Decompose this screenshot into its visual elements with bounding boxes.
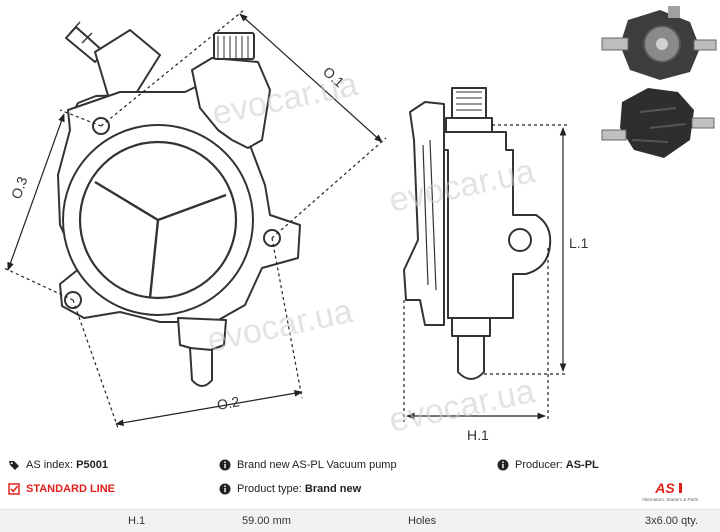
spec-name-2: Holes: [408, 515, 437, 527]
as-index: AS index: P5001: [8, 455, 108, 475]
info-icon: [497, 459, 509, 471]
dimension-o2: [72, 237, 303, 429]
dimension-h1: [403, 248, 549, 422]
tag-icon: [8, 459, 20, 471]
producer: Producer: AS-PL: [497, 455, 599, 475]
dimension-o2-label: O.2: [216, 393, 241, 413]
info-row-1: AS index: P5001 Brand new AS-PL Vacuum p…: [0, 455, 720, 475]
spec-value-2: 3x6.00 qty.: [645, 515, 698, 527]
pump-side-view: [403, 87, 552, 380]
svg-text:AS: AS: [654, 480, 675, 496]
description: Brand new AS-PL Vacuum pump: [219, 455, 397, 475]
info-icon: [219, 483, 231, 495]
info-icon: [219, 459, 231, 471]
spec-table: H.1 59.00 mm Holes 3x6.00 qty.: [0, 509, 720, 532]
dimension-o3-label: O.3: [8, 174, 31, 201]
product-info: AS index: P5001 Brand new AS-PL Vacuum p…: [0, 452, 720, 532]
as-pl-logo: AS Alternators, Starters & Parts: [625, 480, 715, 504]
spec-name-1: H.1: [128, 515, 146, 527]
svg-text:evocar.ua: evocar.ua: [386, 372, 538, 440]
product-type: Product type: Brand new: [219, 479, 361, 499]
standard-line-badge: STANDARD LINE: [8, 479, 115, 499]
product-photo-2: [594, 86, 716, 166]
dimension-l1-label: L.1: [569, 235, 589, 251]
technical-drawing: O.1 O.3 O.2 L.1 H.1: [3, 2, 717, 443]
product-photo-1: [594, 2, 717, 82]
info-row-2: STANDARD LINE Product type: Brand new: [0, 479, 720, 499]
dimension-o3: [3, 109, 102, 301]
dimension-h1-label: H.1: [467, 427, 489, 443]
dimension-l1: [484, 124, 568, 375]
checkbox-icon: [8, 483, 20, 495]
spec-value-1: 59.00 mm: [242, 515, 291, 527]
pump-front-view: [57, 21, 301, 387]
svg-text:Alternators, Starters & Parts: Alternators, Starters & Parts: [642, 497, 699, 502]
dimension-o1: [100, 9, 387, 239]
